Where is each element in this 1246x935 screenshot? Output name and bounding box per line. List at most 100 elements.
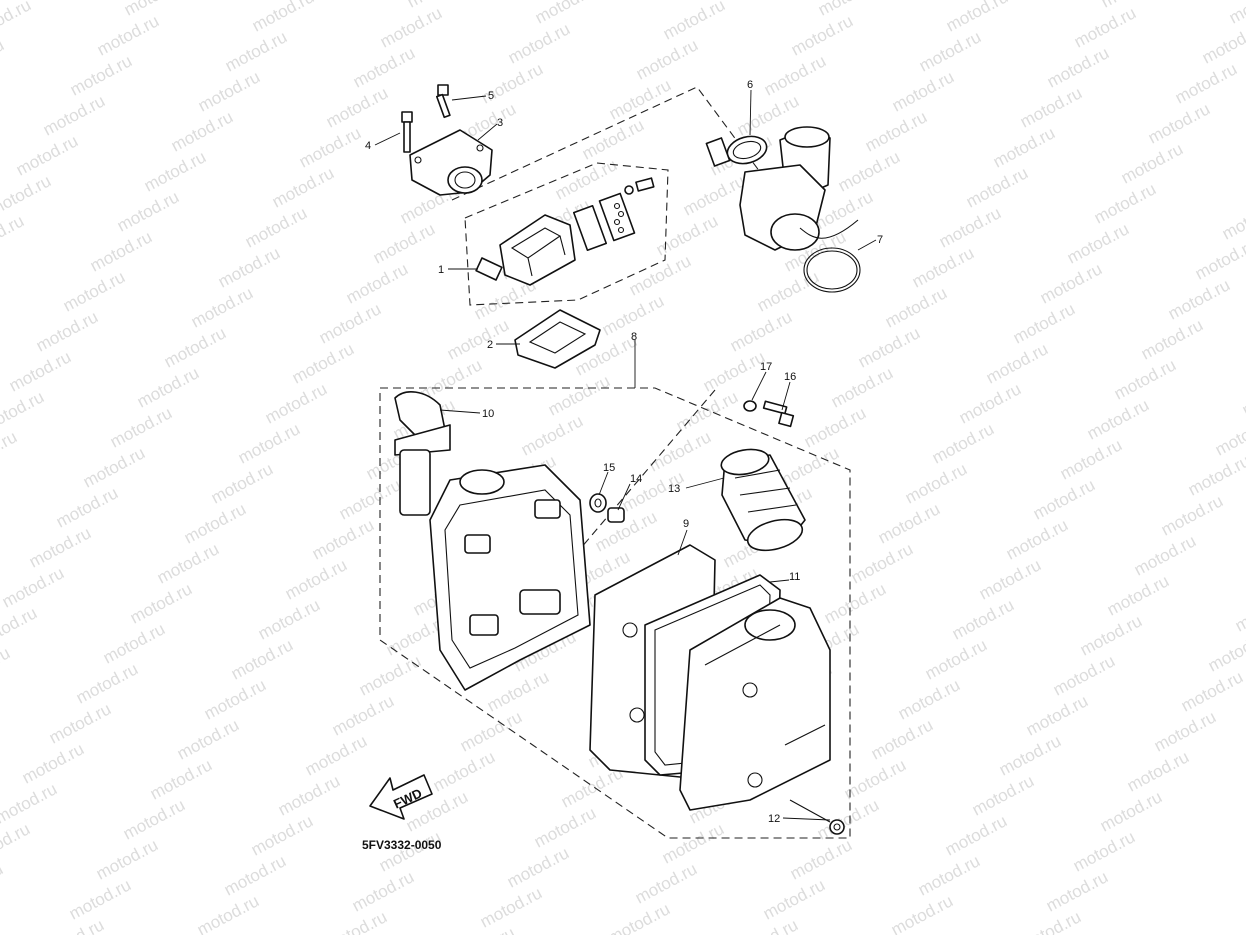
diagram-code: 5FV3332-0050 (362, 838, 442, 852)
watermark-text: motod.ru (0, 387, 47, 435)
watermark-text: motod.ru (996, 731, 1064, 779)
watermark-text: motod.ru (249, 0, 317, 36)
watermark-text: motod.ru (33, 307, 101, 355)
watermark-text: motod.ru (855, 323, 923, 371)
watermark-text: motod.ru (114, 187, 182, 235)
watermark-text: motod.ru (646, 427, 714, 475)
watermark-text: motod.ru (1138, 315, 1206, 363)
watermark-text: motod.ru (1057, 435, 1125, 483)
callout-1: 1 (438, 264, 444, 276)
callout-7: 7 (877, 234, 883, 246)
watermark-text: motod.ru (504, 843, 572, 891)
group-outline-air-filter (379, 387, 851, 839)
watermark-text: motod.ru (147, 755, 215, 803)
watermark-text: motod.ru (356, 651, 424, 699)
watermark-text: motod.ru (909, 243, 977, 291)
watermark-text: motod.ru (66, 875, 134, 923)
group-outline-reed-valve (464, 162, 669, 306)
watermark-text: motod.ru (518, 411, 586, 459)
watermark-text: motod.ru (100, 619, 168, 667)
watermark-text: motod.ru (316, 299, 384, 347)
watermark-text: motod.ru (680, 171, 748, 219)
watermark-text: motod.ru (221, 851, 289, 899)
carburetor-joint (409, 129, 493, 196)
watermark-text: motod.ru (673, 387, 741, 435)
watermark-text: motod.ru (660, 0, 728, 44)
watermark-text: motod.ru (949, 595, 1017, 643)
watermark-text: motod.ru (127, 579, 195, 627)
watermark-text: motod.ru (531, 803, 599, 851)
watermark-text: motod.ru (1226, 0, 1246, 28)
spring-clip-7 (799, 219, 861, 293)
watermark-text: motod.ru (0, 859, 6, 907)
watermark-text: motod.ru (1219, 195, 1246, 243)
watermark-text: motod.ru (1239, 371, 1246, 419)
group-outline-bolt-link (574, 389, 716, 556)
watermark-text: motod.ru (93, 835, 161, 883)
watermark-text: motod.ru (282, 555, 350, 603)
watermark-text: motod.ru (6, 347, 74, 395)
watermark-text: motod.ru (13, 131, 81, 179)
watermark-text: motod.ru (107, 403, 175, 451)
watermark-text: motod.ru (80, 443, 148, 491)
watermark-text: motod.ru (370, 219, 438, 267)
watermark-text: motod.ru (1118, 139, 1186, 187)
watermark-text: motod.ru (1097, 787, 1165, 835)
watermark-text: motod.ru (343, 259, 411, 307)
watermark-text: motod.ru (40, 91, 108, 139)
watermark-text: motod.ru (26, 523, 94, 571)
watermark-text: motod.ru (0, 211, 27, 259)
watermark-text: motod.ru (134, 363, 202, 411)
watermark-text: motod.ru (916, 27, 984, 75)
watermark-text: motod.ru (0, 643, 13, 691)
watermark-text: motod.ru (195, 67, 263, 115)
watermark-text: motod.ru (350, 43, 418, 91)
watermark-text: motod.ru (228, 635, 296, 683)
watermark-text: motod.ru (942, 811, 1010, 859)
watermark-text: motod.ru (895, 675, 963, 723)
watermark-text: motod.ru (1151, 707, 1219, 755)
watermark-text: motod.ru (67, 51, 135, 99)
watermark-text: motod.ru (275, 771, 343, 819)
watermark-text: motod.ru (1043, 867, 1111, 915)
watermark-text: motod.ru (606, 75, 674, 123)
watermark-text: motod.ru (242, 203, 310, 251)
watermark-text: motod.ru (444, 315, 512, 363)
watermark-text: motod.ru (592, 507, 660, 555)
watermark-text: motod.ru (46, 699, 114, 747)
watermark-text: motod.ru (94, 11, 162, 59)
watermark-text: motod.ru (659, 819, 727, 867)
watermark-text: motod.ru (309, 515, 377, 563)
watermark-text: motod.ru (727, 307, 795, 355)
watermark-text: motod.ru (632, 859, 700, 907)
watermark-text: motod.ru (87, 227, 155, 275)
callout-17: 17 (760, 361, 772, 373)
watermark-text: motod.ru (929, 419, 997, 467)
watermark-text: motod.ru (841, 755, 909, 803)
watermark-text: motod.ru (976, 555, 1044, 603)
watermark-text: motod.ru (302, 731, 370, 779)
watermark-text: motod.ru (1064, 219, 1132, 267)
watermark-text: motod.ru (1232, 587, 1246, 635)
watermark-text: motod.ru (349, 867, 417, 915)
screw-4 (401, 111, 413, 153)
watermark-text: motod.ru (0, 779, 60, 827)
watermark-text: motod.ru (760, 875, 828, 923)
watermark-text: motod.ru (828, 363, 896, 411)
watermark-text: motod.ru (626, 251, 694, 299)
watermark-text: motod.ru (821, 579, 889, 627)
watermark-text: motod.ru (579, 115, 647, 163)
watermark-text: motod.ru (788, 11, 856, 59)
watermark-text: motod.ru (902, 459, 970, 507)
watermark-text: motod.ru (296, 123, 364, 171)
watermark-text: motod.ru (882, 283, 950, 331)
callout-9: 9 (683, 518, 689, 530)
intake-box (739, 126, 831, 251)
watermark-text: motod.ru (889, 67, 957, 115)
watermark-text: motod.ru (1158, 491, 1226, 539)
watermark-text: motod.ru (1192, 235, 1246, 283)
callout-5: 5 (488, 90, 494, 102)
watermark-text: motod.ru (1023, 691, 1091, 739)
watermark-text: motod.ru (255, 595, 323, 643)
watermark-text: motod.ru (1124, 747, 1192, 795)
